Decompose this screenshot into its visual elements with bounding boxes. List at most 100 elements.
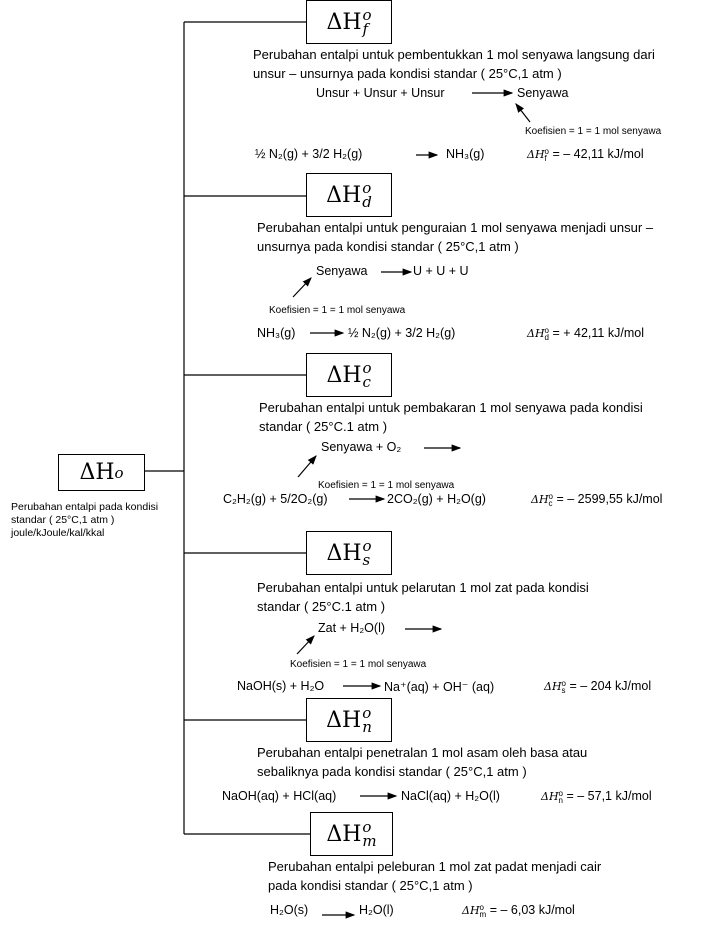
- c-desc-line2: standar ( 25°C.1 atm ): [259, 419, 388, 434]
- node-s-sub: s: [362, 551, 371, 569]
- node-f-symbol: ΔH: [326, 9, 362, 35]
- root-desc-line3: joule/kJoule/kal/kkal: [11, 527, 105, 539]
- f-dh-value: = – 42,11 kJ/mol: [552, 147, 644, 161]
- n-dh-sub: n: [558, 795, 563, 805]
- arrow-f-coef: [515, 103, 531, 123]
- root-symbol: ΔH: [79, 460, 115, 485]
- f-dh-sub: f: [544, 153, 547, 163]
- f-dh-sup: o: [544, 146, 549, 156]
- f-general-right: Senyawa: [517, 86, 569, 100]
- node-s-symbol: ΔH: [326, 540, 362, 566]
- node-f-sup: o: [362, 6, 372, 24]
- s-desc-line2: standar ( 25°C.1 atm ): [257, 599, 386, 614]
- root-desc-line2: standar ( 25°C,1 atm ): [11, 514, 115, 526]
- melting-description: Perubahan entalpi peleburan 1 mol zat pa…: [268, 857, 601, 895]
- d-dh-sub: d: [544, 332, 549, 342]
- d-general-left: Senyawa: [316, 264, 368, 278]
- node-c-sub: c: [362, 373, 371, 391]
- f-dh-label: ΔH: [527, 148, 545, 161]
- f-example-right: NH₃(g): [446, 147, 485, 161]
- s-coefficient-note: Koefisien = 1 = 1 mol senyawa: [290, 659, 427, 670]
- c-coefficient-note: Koefisien = 1 = 1 mol senyawa: [318, 480, 455, 491]
- c-desc-line1: Perubahan entalpi untuk pembakaran 1 mol…: [259, 400, 643, 415]
- n-dh-value: = – 57,1 kJ/mol: [566, 789, 652, 803]
- s-example-left: NaOH(s) + H₂O: [237, 679, 325, 693]
- f-coefficient-note: Koefisien = 1 = 1 mol senyawa: [525, 126, 662, 137]
- c-dh-sub: c: [548, 498, 553, 508]
- node-d-sup: o: [362, 179, 372, 197]
- m-dh-value: = – 6,03 kJ/mol: [489, 903, 575, 917]
- root-sup: o: [114, 463, 124, 482]
- n-example-left: NaOH(aq) + HCl(aq): [222, 789, 337, 803]
- c-dh-label: ΔH: [531, 493, 549, 506]
- node-m-sup: o: [362, 818, 372, 836]
- d-dh-sup: o: [544, 325, 549, 335]
- arrow-c-coef: [297, 455, 317, 478]
- s-example-right: Na⁺(aq) + OH⁻ (aq): [384, 680, 495, 694]
- n-dh-label: ΔH: [541, 790, 559, 803]
- decomposition-description: Perubahan entalpi untuk penguraian 1 mol…: [257, 218, 653, 256]
- d-example-right: ½ N₂(g) + 3/2 H₂(g): [348, 326, 456, 340]
- s-desc-line1: Perubahan entalpi untuk pelarutan 1 mol …: [257, 580, 589, 595]
- node-c-symbol: ΔH: [326, 362, 362, 388]
- s-dh-label: ΔH: [544, 680, 562, 693]
- m-desc-line1: Perubahan entalpi peleburan 1 mol zat pa…: [268, 859, 602, 874]
- d-general-right: U + U + U: [413, 264, 469, 278]
- d-dh-label: ΔH: [527, 327, 545, 340]
- c-general-left: Senyawa + O₂: [321, 440, 402, 454]
- node-n-sup: o: [362, 704, 372, 722]
- node-c-sup: o: [362, 359, 372, 377]
- node-n-sub: n: [362, 718, 372, 736]
- arrow-s-coef: [296, 635, 315, 655]
- n-example-right: NaCl(aq) + H₂O(l): [401, 789, 500, 803]
- d-dh-value: = + 42,11 kJ/mol: [552, 326, 644, 340]
- m-dh-sub: m: [479, 909, 487, 919]
- f-general-left: Unsur + Unsur + Unsur: [316, 86, 445, 100]
- d-coefficient-note: Koefisien = 1 = 1 mol senyawa: [269, 305, 406, 316]
- n-desc-line2: sebaliknya pada kondisi standar ( 25°C,1…: [257, 764, 527, 779]
- m-example-right: H₂O(l): [359, 903, 394, 917]
- n-desc-line1: Perubahan entalpi penetralan 1 mol asam …: [257, 745, 588, 760]
- s-dh-sub: s: [561, 685, 566, 695]
- node-n-symbol: ΔH: [326, 707, 362, 733]
- node-d-sub: d: [362, 193, 372, 211]
- node-m-symbol: ΔH: [326, 821, 362, 847]
- node-m-sub: m: [362, 832, 377, 850]
- n-dh-sup: o: [558, 788, 563, 798]
- f-desc-line1: Perubahan entalpi untuk pembentukkan 1 m…: [253, 47, 655, 62]
- formation-description: Perubahan entalpi untuk pembentukkan 1 m…: [253, 45, 655, 83]
- m-dh-label: ΔH: [462, 904, 480, 917]
- c-example-right: 2CO₂(g) + H₂O(g): [387, 492, 486, 506]
- neutralization-description: Perubahan entalpi penetralan 1 mol asam …: [257, 743, 587, 781]
- d-desc-line1: Perubahan entalpi untuk penguraian 1 mol…: [257, 220, 654, 235]
- d-example-left: NH₃(g): [257, 326, 296, 340]
- c-dh-sup: o: [548, 491, 553, 501]
- arrow-d-coef: [292, 277, 312, 298]
- f-example-left: ½ N₂(g) + 3/2 H₂(g): [255, 147, 363, 161]
- m-example-left: H₂O(s): [270, 903, 309, 917]
- root-desc-line1: Perubahan entalpi pada kondisi: [11, 501, 159, 513]
- node-s-sup: o: [362, 537, 372, 555]
- combustion-description: Perubahan entalpi untuk pembakaran 1 mol…: [259, 398, 643, 436]
- c-dh-value: = – 2599,55 kJ/mol: [556, 492, 663, 506]
- solution-description: Perubahan entalpi untuk pelarutan 1 mol …: [257, 578, 589, 616]
- s-general-left: Zat + H₂O(l): [318, 621, 386, 635]
- f-desc-line2: unsur – unsurnya pada kondisi standar ( …: [253, 66, 562, 81]
- m-desc-line2: pada kondisi standar ( 25°C,1 atm ): [268, 878, 473, 893]
- s-dh-value: = – 204 kJ/mol: [569, 679, 652, 693]
- root-description: Perubahan entalpi pada kondisi standar (…: [11, 501, 158, 540]
